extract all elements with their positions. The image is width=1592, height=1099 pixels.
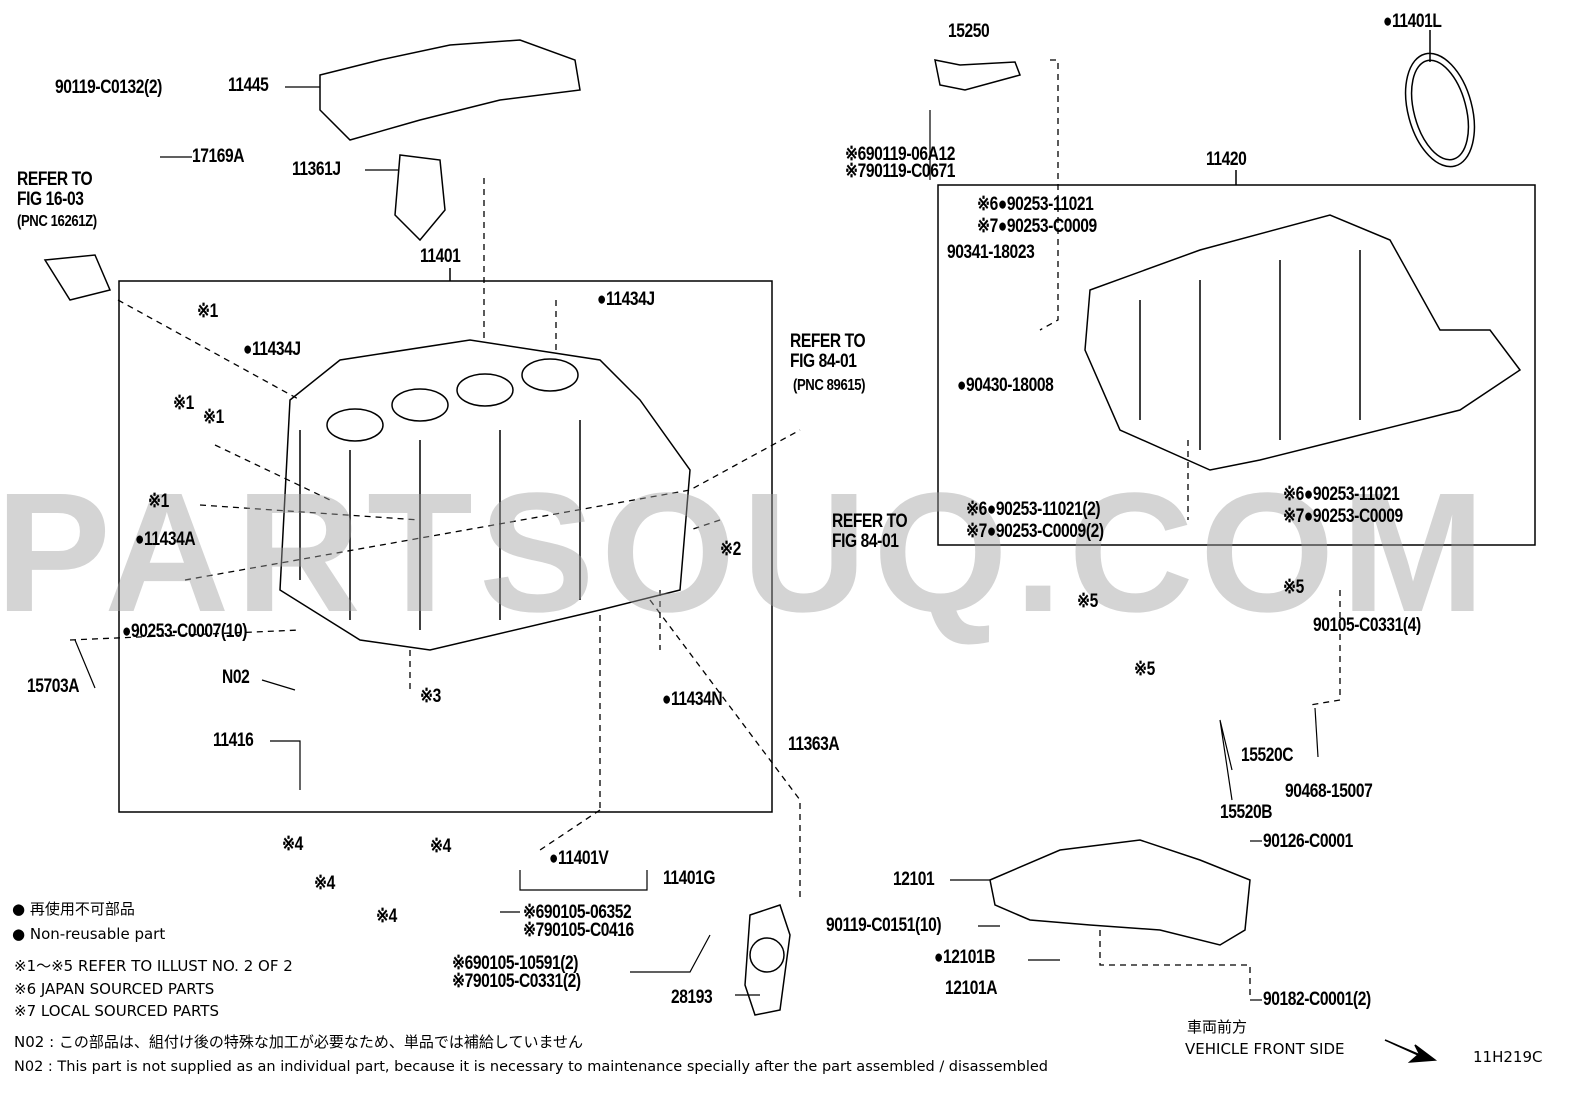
note-refer-illust: ※1～※5 REFER TO ILLUST NO. 2 OF 2 (14, 957, 293, 975)
part-callout-label[interactable]: FIG 84-01 (832, 531, 899, 552)
part-callout-label[interactable]: 15703A (27, 676, 80, 697)
note-local-sourced: ※7 LOCAL SOURCED PARTS (14, 1002, 219, 1020)
part-callout-label[interactable]: 90182-C0001(2) (1263, 989, 1371, 1010)
part-callout-label[interactable]: 90468-15007 (1285, 781, 1373, 802)
part-callout-label[interactable]: ※4 (314, 873, 335, 894)
part-callout-label[interactable]: ※690105-10591(2) (452, 953, 579, 974)
part-callout-label[interactable]: 90119-C0132(2) (55, 77, 162, 98)
part-callout-label[interactable]: ●11434N (662, 689, 723, 710)
cylinder-block-drawing (279, 339, 691, 651)
part-callout-label[interactable]: ※1 (203, 407, 224, 428)
part-callout-label[interactable]: ※4 (376, 906, 397, 927)
part-callout-label[interactable]: ※5 (1134, 659, 1155, 680)
part-callout-label[interactable]: FIG 16-03 (17, 189, 84, 210)
crankcase-drawing (1084, 214, 1522, 471)
watermark-logo: PARTSOUQ.COM (0, 458, 1492, 648)
part-callout-label[interactable]: 11363A (788, 734, 840, 755)
part-callout-label[interactable]: REFER TO (17, 169, 93, 190)
part-callout-label[interactable]: 90126-C0001 (1263, 831, 1353, 852)
part-callout-label[interactable]: ●11401L (1383, 11, 1442, 32)
part-callout-label[interactable]: 11361J (292, 159, 341, 180)
part-callout-label[interactable]: 28193 (671, 987, 713, 1008)
part-callout-label[interactable]: ※690119-06A12 (845, 144, 955, 165)
part-callout-label[interactable]: ※7●90253-C0009(2) (966, 521, 1104, 542)
part-callout-label[interactable]: ※5 (1283, 577, 1304, 598)
note-n02-en: N02 : This part is not supplied as an in… (14, 1059, 1048, 1075)
part-callout-label[interactable]: 11401 (420, 246, 461, 267)
part-callout-label[interactable]: (PNC 16261Z) (17, 213, 97, 230)
part-callout-label[interactable]: 12101 (893, 869, 935, 890)
part-callout-label[interactable]: 90341-18023 (947, 242, 1035, 263)
part-callout-label[interactable]: 17169A (192, 146, 245, 167)
oil-pan-drawing (989, 839, 1251, 946)
part-callout-label[interactable]: ※5 (1077, 591, 1098, 612)
part-callout-label[interactable]: FIG 84-01 (790, 351, 857, 372)
note-n02-jp: N02 : この部品は、組付け後の特殊な加工が必要なため、単品では補給していませ… (14, 1033, 584, 1051)
front-side-jp: 車両前方 (1187, 1018, 1248, 1036)
part-callout-label[interactable]: 15520C (1241, 745, 1294, 766)
part-callout-label[interactable]: 90105-C0331(4) (1313, 615, 1421, 636)
oil-seal-drawing (1404, 52, 1476, 168)
legend-nonreusable-en: ● Non-reusable part (12, 925, 166, 943)
part-callout-label[interactable]: ●90430-18008 (957, 375, 1054, 396)
part-callout-label[interactable]: ●90253-C0007(10) (122, 621, 247, 642)
part-callout-label[interactable]: ※3 (420, 686, 441, 707)
part-callout-label[interactable]: 90119-C0151(10) (826, 915, 942, 936)
part-callout-label[interactable]: 11416 (213, 730, 254, 751)
part-callout-label[interactable]: ※7●90253-C0009 (977, 216, 1097, 237)
part-callout-label[interactable]: ※790119-C0671 (845, 161, 955, 182)
legend-nonreusable-jp: ● 再使用不可部品 (12, 900, 135, 918)
part-callout-label[interactable]: 12101A (945, 978, 998, 999)
cover-drawing (319, 39, 581, 141)
part-callout-label[interactable]: ※690105-06352 (523, 902, 632, 923)
part-callout-label[interactable]: ※6●90253-11021 (1283, 484, 1400, 505)
part-callout-label[interactable]: N02 (222, 667, 250, 688)
part-callout-label[interactable]: REFER TO (790, 331, 866, 352)
part-callout-label[interactable]: ※6●90253-11021(2) (966, 499, 1101, 520)
part-callout-label[interactable]: ※7●90253-C0009 (1283, 506, 1403, 527)
front-side-en: VEHICLE FRONT SIDE (1185, 1040, 1345, 1058)
part-callout-label[interactable]: ●11401V (549, 848, 609, 869)
part-callout-label[interactable]: ※4 (282, 834, 303, 855)
part-callout-label[interactable]: ※790105-C0416 (523, 920, 634, 941)
part-callout-label[interactable]: ※1 (173, 393, 194, 414)
figure-code: 11H219C (1473, 1048, 1543, 1066)
part-callout-label[interactable]: ●11434J (597, 289, 655, 310)
part-callout-label[interactable]: ※2 (720, 539, 741, 560)
part-callout-label[interactable]: 11420 (1206, 149, 1247, 170)
front-direction-arrow (1384, 1039, 1438, 1063)
note-japan-sourced: ※6 JAPAN SOURCED PARTS (14, 980, 215, 998)
part-callout-label[interactable]: ※4 (430, 836, 451, 857)
part-callout-label[interactable]: 15250 (948, 21, 990, 42)
part-callout-label[interactable]: ※1 (197, 301, 218, 322)
part-callout-label[interactable]: ●11434J (243, 339, 301, 360)
part-callout-label[interactable]: REFER TO (832, 511, 908, 532)
part-callout-label[interactable]: ※790105-C0331(2) (452, 971, 581, 992)
part-callout-label[interactable]: ※6●90253-11021 (977, 194, 1094, 215)
part-callout-label[interactable]: ●12101B (934, 947, 996, 968)
part-callout-label[interactable]: ●11434A (135, 529, 196, 550)
part-callout-label[interactable]: (PNC 89615) (793, 377, 866, 394)
part-callout-label[interactable]: 15520B (1220, 802, 1273, 823)
cylinder-block-group-frame (118, 280, 773, 813)
part-callout-label[interactable]: ※1 (148, 491, 169, 512)
part-callout-label[interactable]: 11445 (228, 75, 269, 96)
part-callout-label[interactable]: 11401G (663, 868, 716, 889)
